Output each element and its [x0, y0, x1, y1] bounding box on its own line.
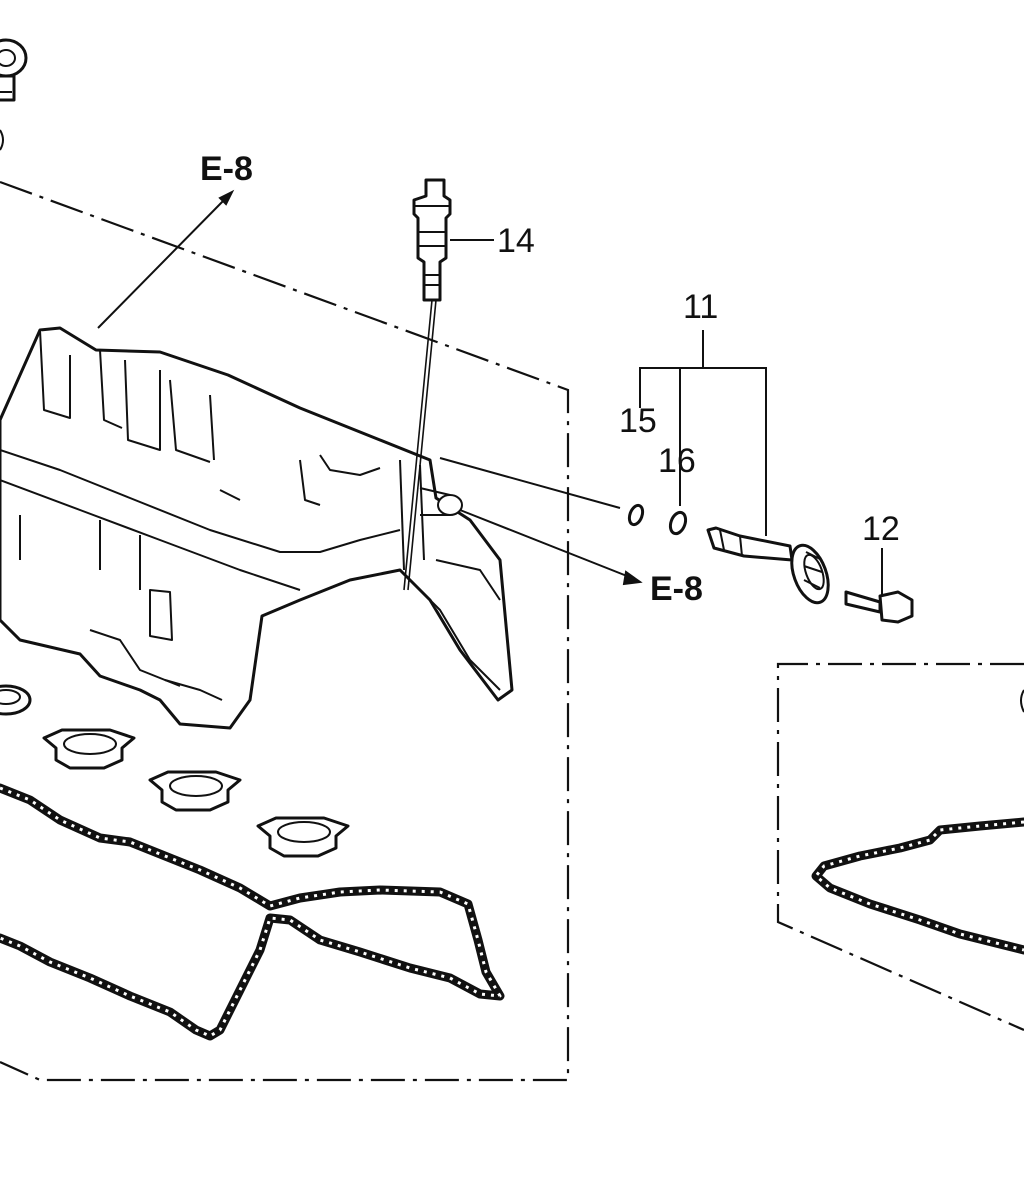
callout-14: 14	[497, 222, 535, 260]
stud-bolt-14	[403, 178, 452, 591]
head-cover-gasket-right	[811, 817, 1024, 955]
valve-cover	[0, 326, 514, 730]
ref-label-right: E-8	[650, 570, 703, 608]
o-ring-15	[627, 503, 645, 527]
head-cover-gasket-left	[0, 783, 505, 1041]
assembly-boundary-right	[776, 662, 1024, 1032]
plug-tube-seal-2	[42, 728, 136, 770]
callout-16: 16	[658, 442, 696, 480]
bolt-12	[844, 548, 914, 624]
callout-11: 11	[683, 288, 718, 326]
ref-arrow-right	[439, 457, 643, 586]
leader-11	[639, 330, 767, 536]
ref-label-top: E-8	[200, 150, 253, 188]
pcv-valve-11	[706, 526, 830, 605]
o-ring-16	[668, 510, 688, 536]
plug-tube-seal-4	[256, 816, 350, 858]
breather-valve	[0, 38, 28, 151]
plug-tube-seal-1	[0, 684, 32, 716]
callout-12: 12	[862, 510, 900, 548]
plug-tube-seal-3	[148, 770, 242, 812]
assembly-boundary-left	[0, 180, 570, 1082]
callout-15: 15	[619, 402, 657, 440]
cropped-part-edge	[1020, 689, 1024, 713]
ref-arrow-top	[97, 189, 235, 329]
